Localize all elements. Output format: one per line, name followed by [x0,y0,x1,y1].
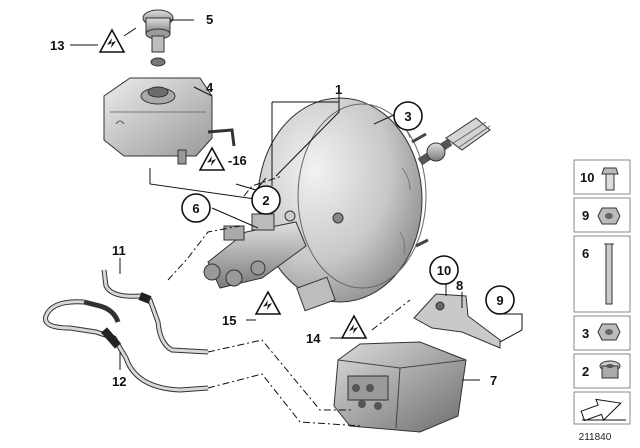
panel-cell-3: 3 [573,315,631,351]
callout-circle-6: 6 [181,193,211,223]
warning-triangle-icon [254,290,282,315]
warning-triangle-icon [98,28,126,53]
panel-label-6: 6 [582,246,589,261]
warning-triangle-icon [340,314,368,339]
callout-6: 6 [192,201,199,216]
callout-9: 9 [496,293,503,308]
callout-16: -16 [228,153,247,168]
brake-fluid-reservoir [103,77,236,165]
callout-13: 13 [50,38,64,53]
callout-circle-3: 3 [393,101,423,131]
parts-panel: 10 9 6 3 2 [573,159,631,425]
callout-8: 8 [456,278,463,293]
callout-14: 14 [306,331,321,346]
leader-lines [70,19,523,381]
brake-lines [43,269,209,393]
callout-4: 4 [206,80,214,95]
panel-cell-9: 9 [573,197,631,233]
callout-3: 3 [404,109,411,124]
panel-cell-6: 6 [573,235,631,313]
panel-label-10: 10 [580,170,594,185]
master-cylinder [203,210,307,289]
callout-11: 11 [112,243,126,258]
callout-15: 15 [222,313,236,328]
warning-triangle-icon [198,146,226,171]
callout-circle-2: 2 [251,185,281,215]
reservoir-cap [142,9,174,67]
reference-number: 211840 [579,432,612,443]
callout-1: 1 [335,82,342,97]
view-direction-arrow-icon [573,391,631,425]
panel-label-2: 2 [582,364,589,379]
callout-7: 7 [490,373,497,388]
callout-5: 5 [206,12,213,27]
panel-label-9: 9 [582,208,589,223]
panel-cell-2: 2 [573,353,631,389]
callout-10: 10 [437,263,451,278]
control-unit [333,341,467,433]
panel-cell-10: 10 [573,159,631,195]
callout-12: 12 [112,374,126,389]
callout-2: 2 [262,193,269,208]
panel-label-3: 3 [582,326,589,341]
callout-circle-10: 10 [429,255,459,285]
callout-circle-9: 9 [485,285,515,315]
